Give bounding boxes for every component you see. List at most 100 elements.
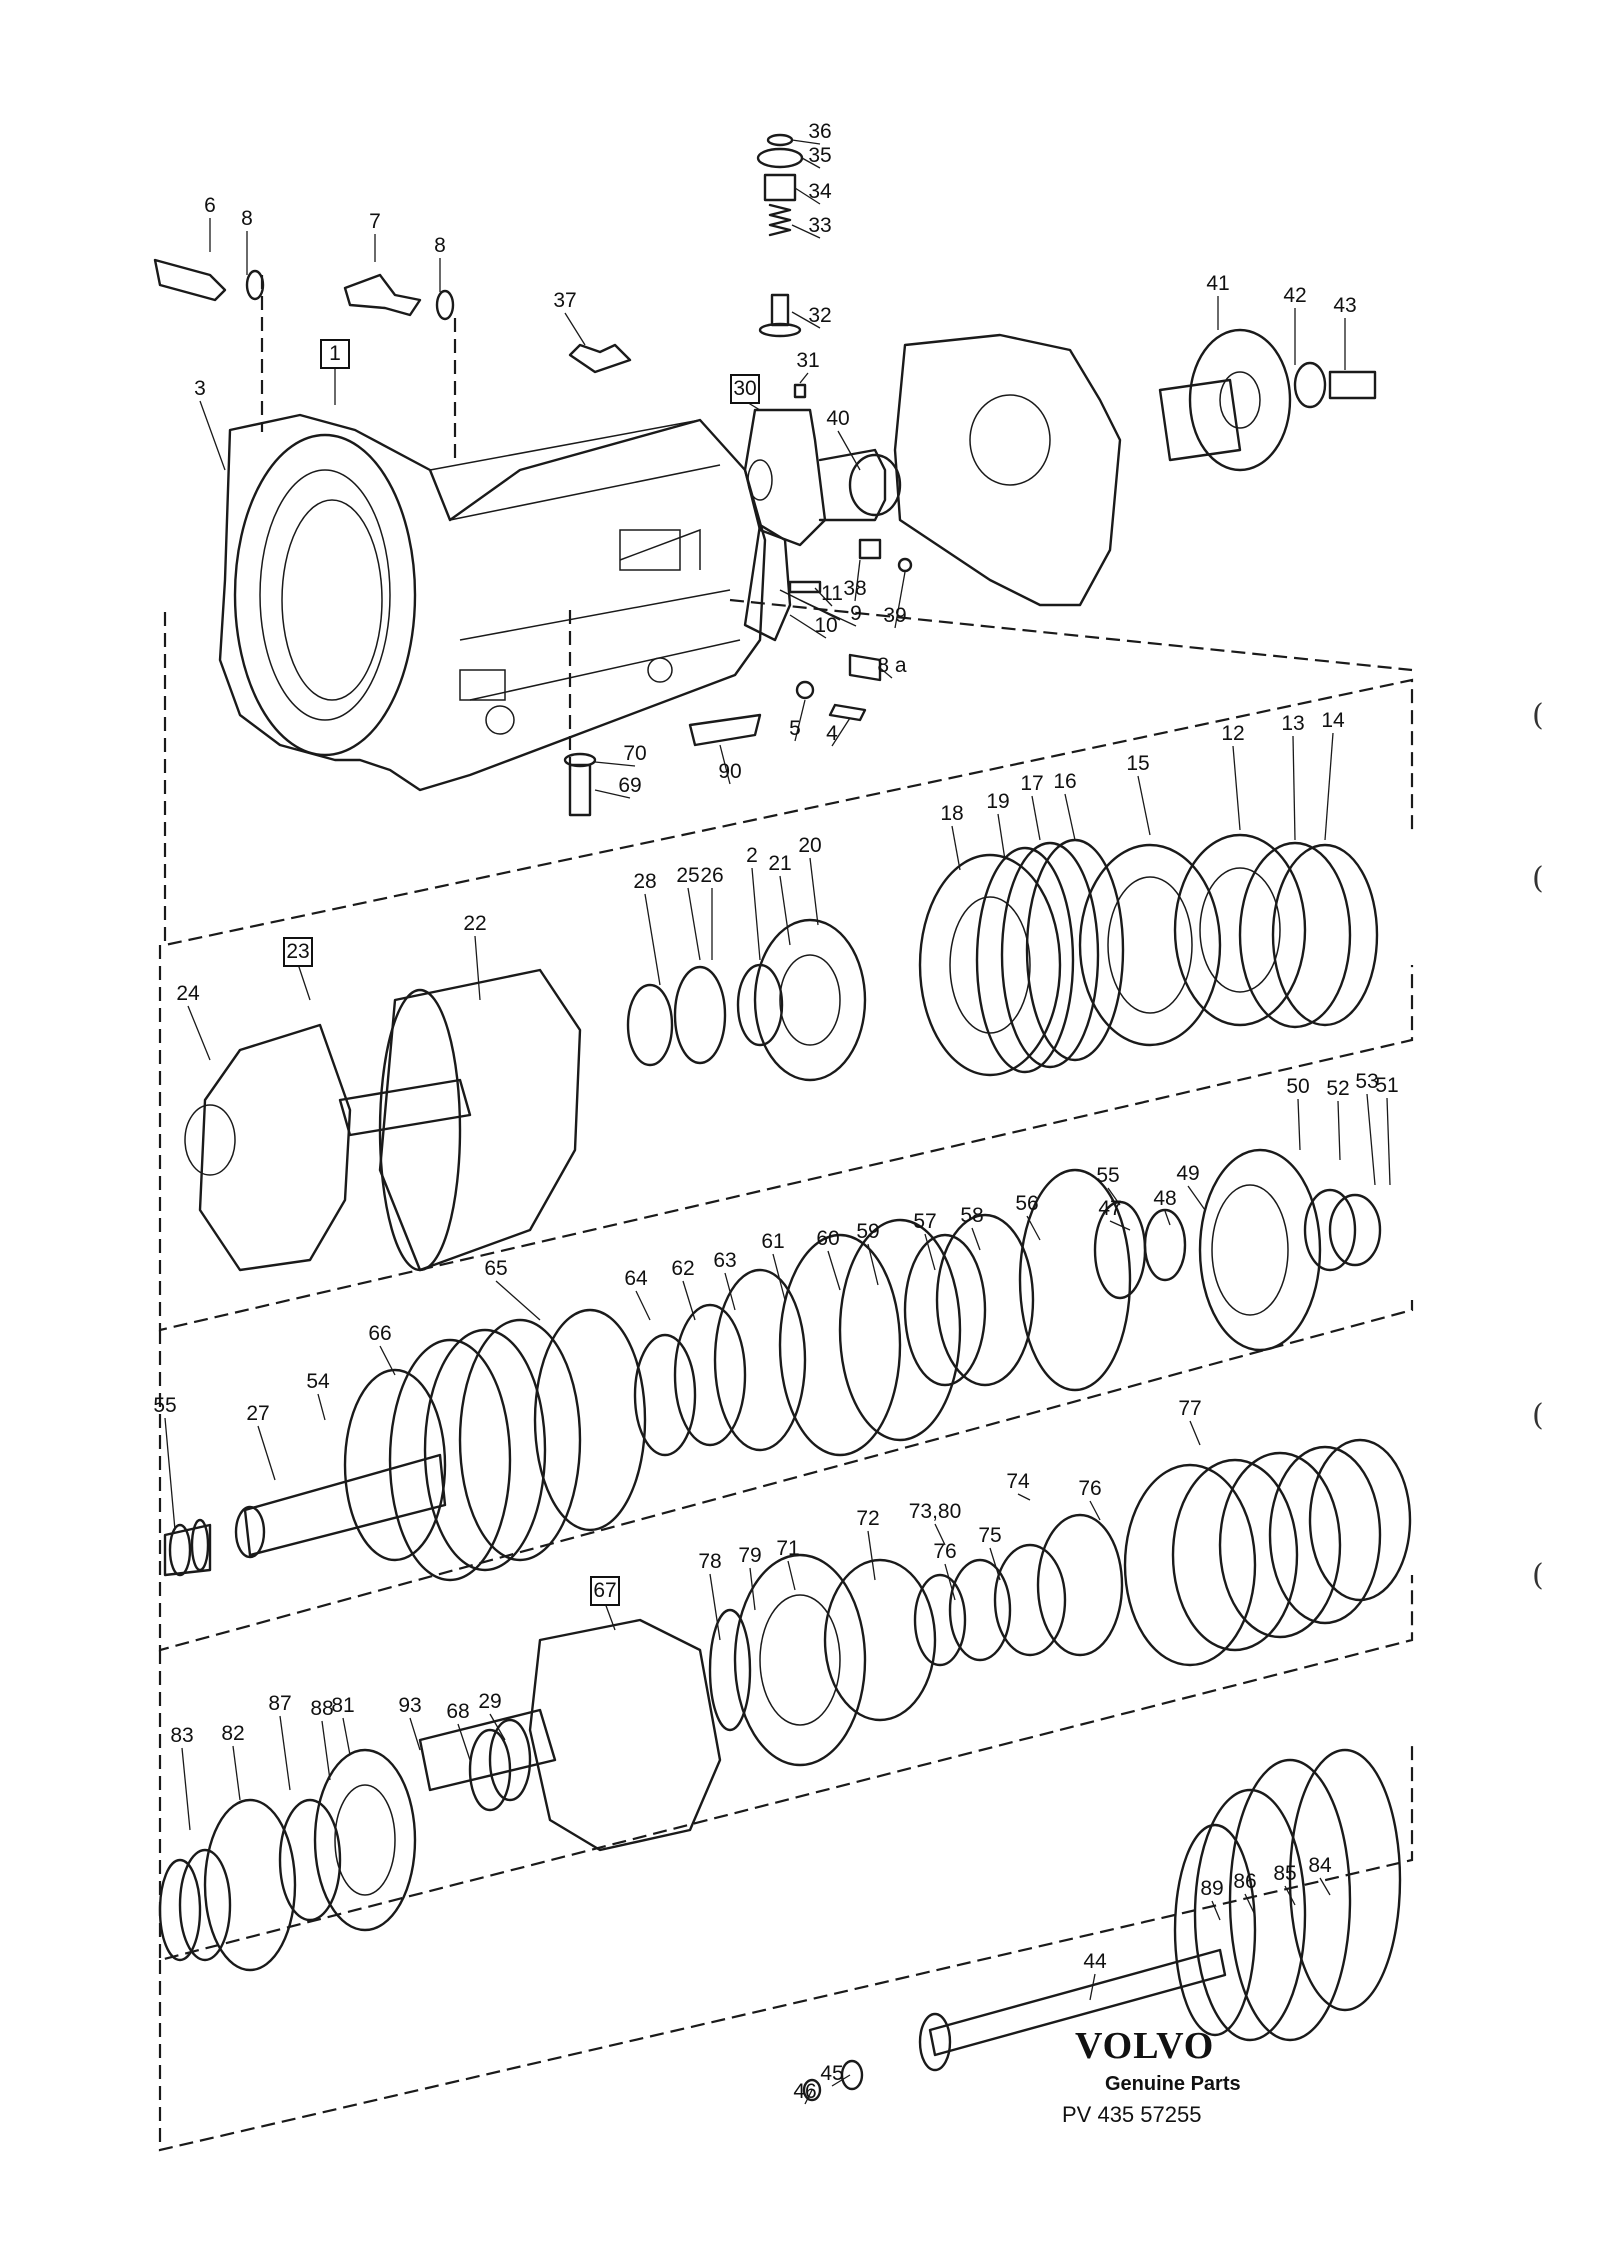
leader-line — [804, 2089, 813, 2105]
leader-line — [474, 935, 481, 1001]
callout-number: 51 — [1375, 1074, 1398, 1097]
leader-line — [635, 1290, 651, 1321]
leader-line — [297, 963, 311, 1001]
callout-number: 58 — [960, 1204, 983, 1227]
leader-line — [1324, 732, 1334, 841]
leader-line — [495, 1280, 541, 1321]
callout-number: 8 — [241, 207, 253, 230]
leader-line — [854, 559, 861, 602]
callout-number: 18 — [940, 802, 963, 825]
callout-number: 85 — [1273, 1862, 1296, 1885]
callout-number: 67 — [593, 1579, 616, 1602]
leader-line — [724, 1272, 736, 1311]
rear-clutch-pack — [418, 1438, 1412, 1852]
callout-number: 90 — [718, 760, 741, 783]
callout-number: 52 — [1326, 1077, 1349, 1100]
callout-number: 4 — [826, 722, 838, 745]
callout-number: 8 a — [877, 654, 907, 677]
callout-number: 33 — [808, 214, 831, 237]
leader-line — [934, 1523, 946, 1546]
leader-line — [1189, 1420, 1201, 1446]
callout-number: 21 — [768, 852, 791, 875]
leader-line — [1107, 1187, 1121, 1206]
callout-number: 70 — [623, 742, 646, 765]
leader-line — [801, 157, 821, 169]
leader-line — [187, 1005, 211, 1061]
callout-number: 53 — [1355, 1070, 1378, 1093]
callout-number: 7 — [369, 210, 381, 233]
leader-line — [317, 1393, 326, 1421]
callout-number: 61 — [761, 1230, 784, 1253]
leader-line — [1137, 775, 1151, 836]
callout-number: 54 — [306, 1370, 330, 1393]
transmission-housing — [218, 413, 767, 792]
callout-number: 15 — [1126, 752, 1149, 775]
callout-number: 23 — [286, 940, 309, 963]
callout-number: 76 — [1078, 1477, 1101, 1500]
leader-line — [879, 667, 893, 679]
callout-number: 5 — [789, 717, 801, 740]
callout-number: 24 — [176, 982, 200, 1005]
leader-line — [644, 893, 661, 986]
callout-number: 78 — [698, 1550, 721, 1573]
callout-number: 22 — [463, 912, 486, 935]
callout-number: 72 — [856, 1507, 879, 1530]
leader-line — [779, 875, 791, 946]
margin-mark: ( — [1532, 1558, 1544, 1593]
callout-number: 1 — [329, 342, 341, 365]
planetary-gearset — [343, 1148, 1382, 1582]
leader-line — [787, 1560, 796, 1591]
callout-box — [730, 374, 760, 404]
callout-box — [283, 937, 313, 967]
leader-line — [799, 372, 809, 384]
margin-mark: ( — [1532, 1398, 1544, 1433]
group-frames — [158, 275, 1414, 2152]
callout-number: 44 — [1083, 1950, 1107, 1973]
leader-line — [1211, 1900, 1221, 1921]
callout-number: 39 — [883, 604, 906, 627]
callout-number: 17 — [1020, 772, 1043, 795]
callout-number: 86 — [1233, 1870, 1256, 1893]
callout-number: 35 — [808, 144, 831, 167]
leader-line — [789, 614, 827, 639]
leader-line — [1109, 1220, 1131, 1231]
callout-number: 41 — [1206, 272, 1229, 295]
leader-line — [682, 1280, 696, 1321]
leader-line — [794, 699, 806, 742]
brand-block: VOLVO Genuine Parts PV 435 57255 — [1062, 2025, 1241, 2127]
leader-line — [809, 857, 819, 926]
callout-number: 37 — [553, 289, 576, 312]
housing-hardware — [563, 523, 913, 817]
leader-line — [1292, 735, 1296, 841]
leader-line — [831, 2074, 851, 2087]
callout-number: 84 — [1308, 1854, 1332, 1877]
callout-number: 6 — [204, 194, 216, 217]
callout-number: 82 — [221, 1722, 244, 1745]
leader-line — [944, 1563, 956, 1601]
leader-line — [489, 1713, 506, 1741]
input-shaft — [163, 1453, 447, 1577]
callout-number: 20 — [798, 834, 821, 857]
leader-line — [971, 1227, 981, 1251]
margin-mark: ( — [1532, 698, 1544, 733]
callout-number: 46 — [793, 2080, 816, 2103]
front-clutch-pack — [626, 833, 1379, 1082]
callout-number: 13 — [1281, 712, 1304, 735]
leader-line — [827, 1250, 841, 1291]
callout-number: 63 — [713, 1249, 736, 1272]
leader-line — [709, 1573, 721, 1641]
leader-line — [409, 1717, 421, 1751]
callout-number: 25 — [676, 864, 699, 887]
spring-clip — [568, 343, 632, 374]
leader-line — [1337, 1100, 1341, 1161]
leader-line — [951, 825, 961, 871]
leader-line — [257, 1425, 276, 1481]
leader-line — [749, 1567, 756, 1611]
callout-number: 55 — [1096, 1164, 1119, 1187]
margin-marks: ( ( ( ( — [1532, 698, 1544, 1593]
leader-line — [1232, 745, 1241, 831]
callout-number: 89 — [1200, 1877, 1223, 1900]
leader-line — [791, 311, 821, 329]
